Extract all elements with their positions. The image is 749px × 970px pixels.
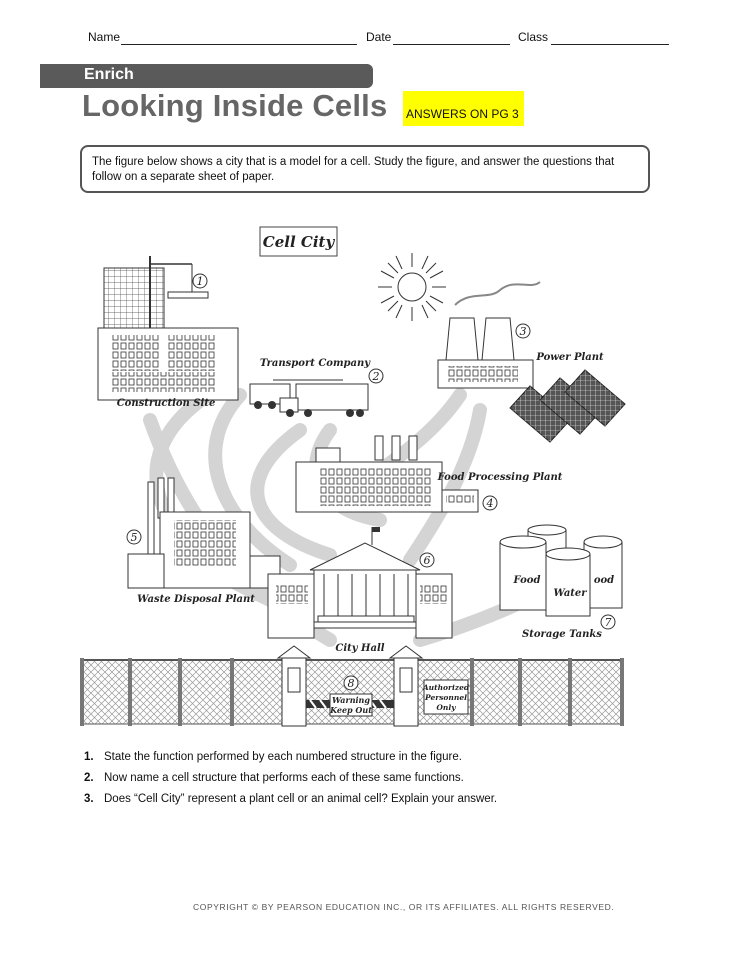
storage-tanks: Food Water ood Storage Tanks 7 bbox=[499, 524, 623, 640]
date-label: Date bbox=[366, 30, 392, 44]
label-warning: Warning bbox=[332, 695, 370, 705]
road-2 bbox=[208, 388, 297, 572]
intro-box: The figure below shows a city that is a … bbox=[80, 145, 650, 193]
figure-title-box: Cell City bbox=[259, 226, 338, 257]
label-only: Only bbox=[436, 703, 456, 712]
class-label: Class bbox=[518, 30, 549, 44]
enrich-label: Enrich bbox=[84, 66, 134, 83]
label-tank-water: Water bbox=[553, 588, 587, 599]
food-processing-plant: Food Processing Plant 4 bbox=[295, 435, 563, 513]
fence: Warning Keep Out Authorized Personnel On… bbox=[80, 645, 624, 727]
copyright-footer: COPYRIGHT © BY PEARSON EDUCATION INC., O… bbox=[193, 902, 615, 912]
marker-2: 2 bbox=[372, 370, 380, 383]
marker-3: 3 bbox=[520, 325, 527, 338]
question-3-number: 3. bbox=[84, 793, 94, 805]
enrich-banner bbox=[40, 64, 373, 88]
city-hall: 6 City Hall bbox=[267, 527, 453, 654]
page-title: Looking Inside Cells bbox=[82, 88, 388, 123]
label-waste-disposal-plant: Waste Disposal Plant bbox=[137, 594, 255, 605]
marker-6: 6 bbox=[424, 554, 431, 567]
date-field[interactable] bbox=[393, 44, 510, 45]
name-label: Name bbox=[88, 30, 121, 44]
marker-5: 5 bbox=[131, 531, 138, 544]
road-3 bbox=[250, 423, 337, 562]
power-plant: 3 Power Plant bbox=[437, 281, 604, 389]
label-construction-site: Construction Site bbox=[117, 398, 216, 409]
label-authorized: Authorized bbox=[422, 683, 470, 692]
transport-company: Transport Company 2 bbox=[249, 358, 384, 417]
label-food-processing-plant: Food Processing Plant bbox=[437, 472, 563, 483]
question-1-number: 1. bbox=[84, 751, 94, 763]
marker-8: 8 bbox=[348, 677, 355, 690]
class-field[interactable] bbox=[551, 44, 669, 45]
label-city-hall: City Hall bbox=[335, 643, 384, 654]
answers-highlight-note: ANSWERS ON PG 3 bbox=[403, 91, 524, 126]
question-2-number: 2. bbox=[84, 772, 94, 784]
label-storage-tanks: Storage Tanks bbox=[522, 629, 602, 640]
label-transport-company: Transport Company bbox=[260, 358, 371, 369]
figure-title: Cell City bbox=[263, 233, 336, 251]
marker-1: 1 bbox=[197, 275, 204, 288]
sun-icon bbox=[378, 253, 446, 321]
question-2: 2. Now name a cell structure that perform… bbox=[84, 772, 464, 784]
marker-7: 7 bbox=[605, 616, 612, 629]
marker-4: 4 bbox=[486, 497, 494, 510]
question-1: 1. State the function performed by each n… bbox=[84, 751, 462, 763]
label-tank-food-partial: ood bbox=[594, 575, 614, 586]
question-2-text: Now name a cell structure that performs … bbox=[104, 772, 464, 784]
label-tank-food: Food bbox=[513, 575, 541, 586]
question-3-text: Does “Cell City” represent a plant cell … bbox=[104, 793, 498, 805]
waste-disposal-plant: 5 Waste Disposal Plant bbox=[126, 477, 281, 605]
solar-panels bbox=[509, 369, 626, 443]
question-1-text: State the function performed by each num… bbox=[104, 751, 462, 763]
label-power-plant: Power Plant bbox=[535, 352, 604, 363]
question-3: 3. Does “Cell City” represent a plant cel… bbox=[84, 793, 497, 805]
label-personnel: Personnel bbox=[424, 693, 467, 702]
label-keep-out: Keep Out bbox=[329, 705, 372, 715]
construction-site: 1 Construction Site bbox=[97, 256, 239, 409]
name-field[interactable] bbox=[121, 44, 357, 45]
